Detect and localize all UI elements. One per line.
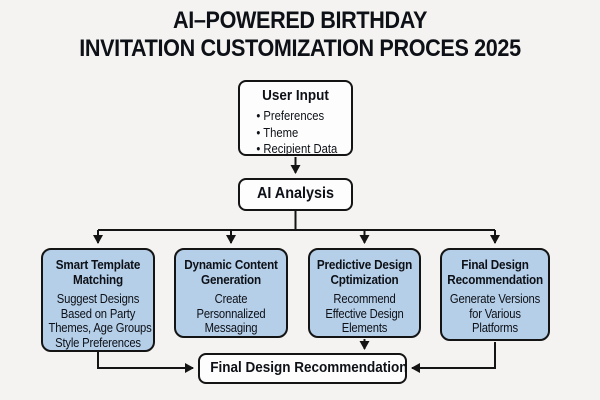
title-line: Cptimization [330,272,399,287]
body-line: Personnalized [196,306,266,321]
body-line: Messaging [204,321,258,335]
node-user-input: User Input Preferences Theme Recipient D… [238,80,353,156]
body-line: Style Preferences [55,335,141,350]
body-line: Suggest Designs [56,292,140,306]
node-title: Dynamic Content Generation [182,250,281,287]
node-user-input-bullet-list: Preferences Theme Recipient Data [246,108,346,158]
node-final-design-recommendation-branch: Final Design Recommendation Generate Ver… [440,248,550,341]
node-body: Suggest Designs Based on Party Themes, A… [48,292,152,350]
page-title: AI–POWERED BIRTHDAY INVITATION CUSTOMIZA… [30,7,570,63]
title-line: Dynamic Content [184,257,278,272]
node-ai-analysis: AI Analysis [238,178,353,211]
node-smart-template-matching: Smart Template Matching Suggest Designs … [41,248,155,352]
page-title-line1: AI–POWERED BIRTHDAY [173,7,427,34]
title-line: Generation [201,272,261,287]
node-final-design-recommendation: Final Design Recommendation [198,353,408,384]
node-final-output-label: Final Design Recommendation [210,359,408,376]
title-line: Matching [73,272,123,287]
node-title: Final Design Recommendation [447,250,543,287]
edge-finaldesignrec-finaloutput [411,342,496,373]
node-dynamic-content-generation: Dynamic Content Generation Create Person… [174,248,288,338]
body-line: for Various [469,306,521,321]
node-body: Recommend Effective Design Elements [315,292,413,336]
bullet-item: Preferences [256,108,345,125]
body-line: Elements [341,321,388,335]
bullet-item: Recipient Data [256,141,345,158]
node-body: Generate Versions for Various Platforms [447,292,542,336]
node-title: Smart Template Matching [49,250,148,287]
body-line: Based on Party [60,306,136,321]
node-user-input-title: User Input [262,87,329,104]
body-line: Create [214,292,248,306]
title-line: Predictive Design [316,257,413,272]
node-ai-analysis-label: AI Analysis [256,185,335,202]
body-line: Effective Design [325,306,404,321]
body-line: Themes, Age Groups [48,321,152,335]
node-predictive-design-optimization: Predictive Design Cptimization Recommend… [308,248,421,338]
body-line: Platforms [472,321,518,335]
node-body: Create Personnalized Messaging [182,292,281,336]
edge-smarttemplate-finaloutput [97,352,194,373]
title-line: Recommendation [447,272,543,287]
title-line: Final Design [461,257,529,272]
title-line: Smart Template [55,257,141,272]
page-title-line2: INVITATION CUSTOMIZATION PROCES 2025 [79,35,521,62]
body-line: Recommend [333,292,396,306]
bullet-item: Theme [256,125,345,142]
body-line: Generate Versions [449,292,541,306]
node-title: Predictive Design Cptimization [315,250,413,287]
